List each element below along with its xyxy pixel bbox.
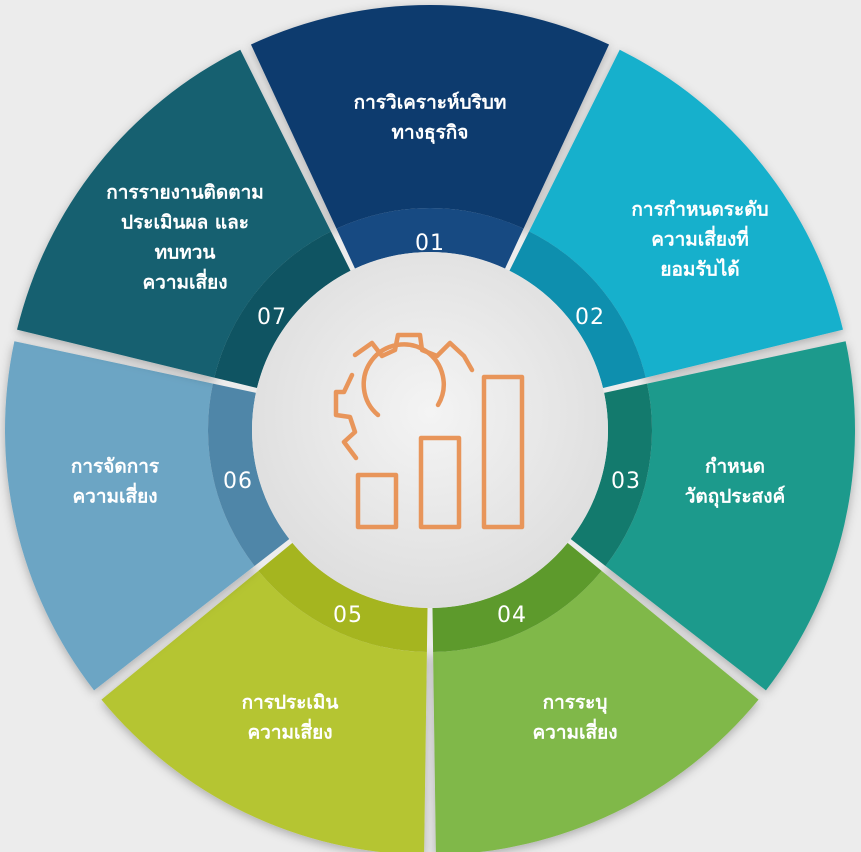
segment-label-line: การรายงานติดตาม bbox=[106, 182, 264, 204]
segment-label: การกำหนดระดับความเสี่ยงที่ยอมรับได้ bbox=[631, 199, 768, 281]
segment-label: การประเมินความเสี่ยง bbox=[242, 692, 339, 744]
segment-label-line: วัตถุประสงค์ bbox=[685, 486, 786, 509]
segment-inner-band bbox=[258, 542, 428, 652]
segment-label-line: กำหนด bbox=[705, 456, 765, 478]
segment-inner-band bbox=[509, 231, 646, 388]
segment-number: 04 bbox=[497, 603, 527, 628]
segment-label-line: ยอมรับได้ bbox=[660, 258, 739, 281]
segment-label: กำหนดวัตถุประสงค์ bbox=[685, 456, 786, 509]
segment-label-line: ทบทวน bbox=[155, 242, 216, 264]
segment-outer-band bbox=[605, 341, 856, 691]
segment-label-line: ความเสี่ยงที่ bbox=[651, 226, 749, 251]
segment-label: การระบุความเสี่ยง bbox=[532, 692, 617, 744]
segment-outer-band bbox=[5, 341, 255, 691]
segment-label-line: ความเสี่ยง bbox=[532, 719, 617, 744]
segment-outer-band bbox=[250, 5, 610, 229]
segment-label-line: ทางธุรกิจ bbox=[392, 122, 469, 145]
segment-number: 01 bbox=[415, 231, 445, 256]
segment-outer-band bbox=[17, 49, 331, 378]
segment-inner-band bbox=[432, 542, 602, 652]
segments: 01 การวิเคราะห์บริบททางธุรกิจ 02 การกำหนดระ… bbox=[5, 5, 856, 852]
segment-label-line: การระบุ bbox=[543, 692, 608, 715]
segment-label-line: การประเมิน bbox=[242, 692, 339, 714]
segment-outer-band bbox=[101, 570, 427, 852]
segment-inner-band bbox=[207, 383, 290, 566]
segment-number: 03 bbox=[611, 469, 641, 494]
segment-label-line: ประเมินผล และ bbox=[121, 212, 249, 234]
segment-02: 02 การกำหนดระดับความเสี่ยงที่ยอมรับได้ bbox=[509, 49, 843, 388]
segment-label: การจัดการความเสี่ยง bbox=[71, 456, 160, 508]
segment-05: 05 การประเมินความเสี่ยง bbox=[101, 542, 428, 852]
segment-07: 07 การรายงานติดตามประเมินผล และทบทวนความเ… bbox=[17, 49, 351, 388]
segment-inner-band bbox=[336, 208, 524, 269]
segment-label-line: ความเสี่ยง bbox=[72, 483, 157, 508]
segment-label-line: การจัดการ bbox=[71, 456, 160, 478]
segment-inner-band bbox=[570, 383, 652, 566]
segment-04: 04 การระบุความเสี่ยง bbox=[432, 542, 759, 852]
segment-label-line: การกำหนดระดับ bbox=[631, 199, 768, 221]
segment-06: 06 การจัดการความเสี่ยง bbox=[5, 341, 290, 691]
segment-03: 03 กำหนดวัตถุประสงค์ bbox=[570, 341, 856, 691]
segment-number: 02 bbox=[575, 305, 605, 330]
segment-label: การวิเคราะห์บริบททางธุรกิจ bbox=[354, 92, 507, 145]
segment-number: 05 bbox=[333, 603, 363, 628]
segment-label-line: การวิเคราะห์บริบท bbox=[354, 92, 507, 114]
segment-number: 06 bbox=[223, 469, 253, 494]
center-hub bbox=[252, 252, 608, 608]
segment-01: 01 การวิเคราะห์บริบททางธุรกิจ bbox=[250, 5, 610, 269]
segment-label: การรายงานติดตามประเมินผล และทบทวนความเสี… bbox=[106, 182, 264, 294]
gear-chart-icon bbox=[333, 332, 525, 530]
segment-number: 07 bbox=[257, 305, 287, 330]
segment-outer-band bbox=[529, 49, 843, 378]
segment-inner-band bbox=[214, 231, 351, 388]
segment-outer-band bbox=[433, 570, 759, 852]
segment-label-line: ความเสี่ยง bbox=[247, 719, 332, 744]
segment-label-line: ความเสี่ยง bbox=[142, 269, 227, 294]
